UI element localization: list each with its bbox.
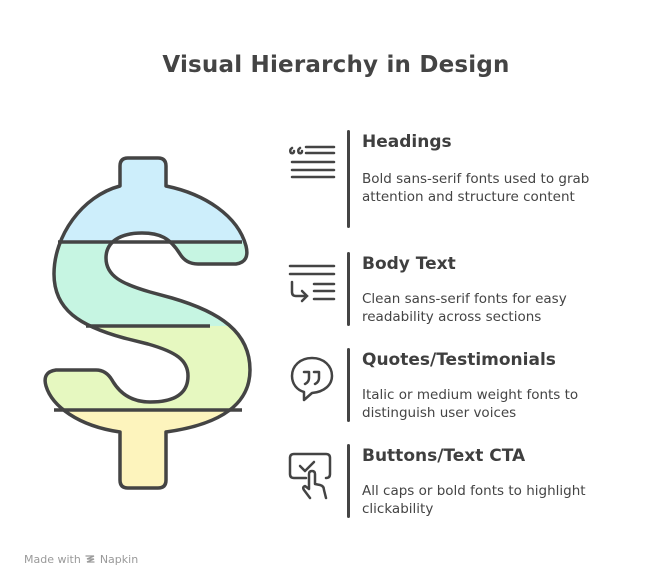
napkin-logo-icon	[85, 555, 95, 563]
divider	[347, 252, 350, 326]
item-description: Italic or medium weight fonts to disting…	[362, 387, 579, 421]
napkin-brand-label: Napkin	[99, 553, 139, 566]
page-title: Visual Hierarchy in Design	[162, 52, 510, 78]
item-heading: Headings	[362, 132, 452, 152]
item-heading: Buttons/Text CTA	[362, 446, 526, 466]
item-description: All caps or bold fonts to highlight clic…	[362, 483, 586, 517]
divider	[347, 444, 350, 518]
item-heading: Quotes/Testimonials	[362, 350, 556, 370]
item-heading: Body Text	[362, 254, 456, 274]
divider	[347, 130, 350, 228]
item-description: Bold sans-serif fonts used to grab atten…	[362, 171, 590, 205]
heading-text-icon	[288, 145, 336, 179]
item-description: Clean sans-serif fonts for easy readabil…	[362, 291, 567, 325]
divider	[347, 348, 350, 422]
quote-bubble-icon	[290, 356, 334, 402]
dollar-sign-icon	[43, 156, 252, 490]
click-button-icon	[288, 452, 332, 500]
body-text-indent-icon	[288, 264, 336, 303]
footer-watermark: Made with Napkin	[24, 553, 138, 566]
made-with-label: Made with	[24, 553, 81, 566]
